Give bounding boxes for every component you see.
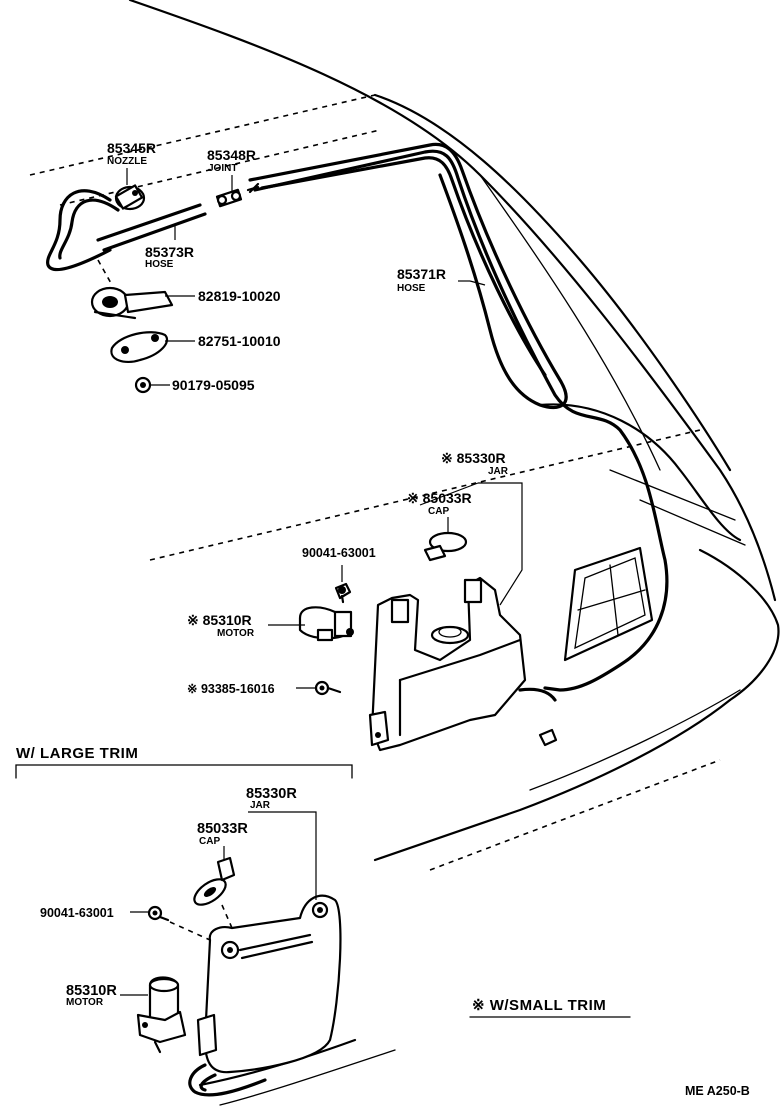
label-85033r: ※ 85033R (407, 490, 472, 506)
label-jar: JAR (488, 466, 509, 477)
label-nozzle: NOZZLE (107, 156, 147, 167)
label-90179-05095: 90179-05095 (172, 377, 255, 393)
label-85330r: ※ 85330R (441, 450, 506, 466)
label-90041-63001: 90041-63001 (302, 546, 376, 560)
label-85348r: 85348R (207, 147, 256, 163)
large-trim-assembly (15, 764, 353, 1097)
label-large-85310r: 85310R (66, 983, 117, 999)
label-82751-10010: 82751-10010 (198, 333, 281, 349)
label-hose-long: HOSE (397, 283, 426, 294)
label-85373r: 85373R (145, 244, 194, 260)
hose-85371r-graphic (253, 149, 669, 692)
label-large-85330r: 85330R (246, 786, 297, 802)
small-trim-note: ※ W/SMALL TRIM (472, 997, 606, 1014)
large-trim-header: W/ LARGE TRIM (16, 745, 138, 762)
figure-reference: ME A250-B (685, 1084, 750, 1098)
label-hose-short: HOSE (145, 259, 174, 270)
nozzle-assembly (46, 184, 260, 394)
label-93385-16016: ※ 93385-16016 (187, 682, 275, 696)
label-joint: JOINT (208, 163, 237, 174)
label-82819-10020: 82819-10020 (198, 288, 281, 304)
vehicle-body (29, 0, 780, 1106)
label-large-motor: MOTOR (66, 997, 104, 1008)
label-85371r: 85371R (397, 266, 446, 282)
label-85310r: ※ 85310R (187, 612, 252, 628)
label-large-85033r: 85033R (197, 821, 248, 837)
label-motor: MOTOR (217, 628, 255, 639)
label-85345r: 85345R (107, 140, 156, 156)
label-large-90041-63001: 90041-63001 (40, 906, 114, 920)
label-large-jar: JAR (250, 800, 271, 811)
label-cap: CAP (428, 506, 449, 517)
label-large-cap: CAP (199, 836, 220, 847)
leader-lines (120, 168, 631, 1018)
washer-jar-assembly (298, 531, 558, 752)
